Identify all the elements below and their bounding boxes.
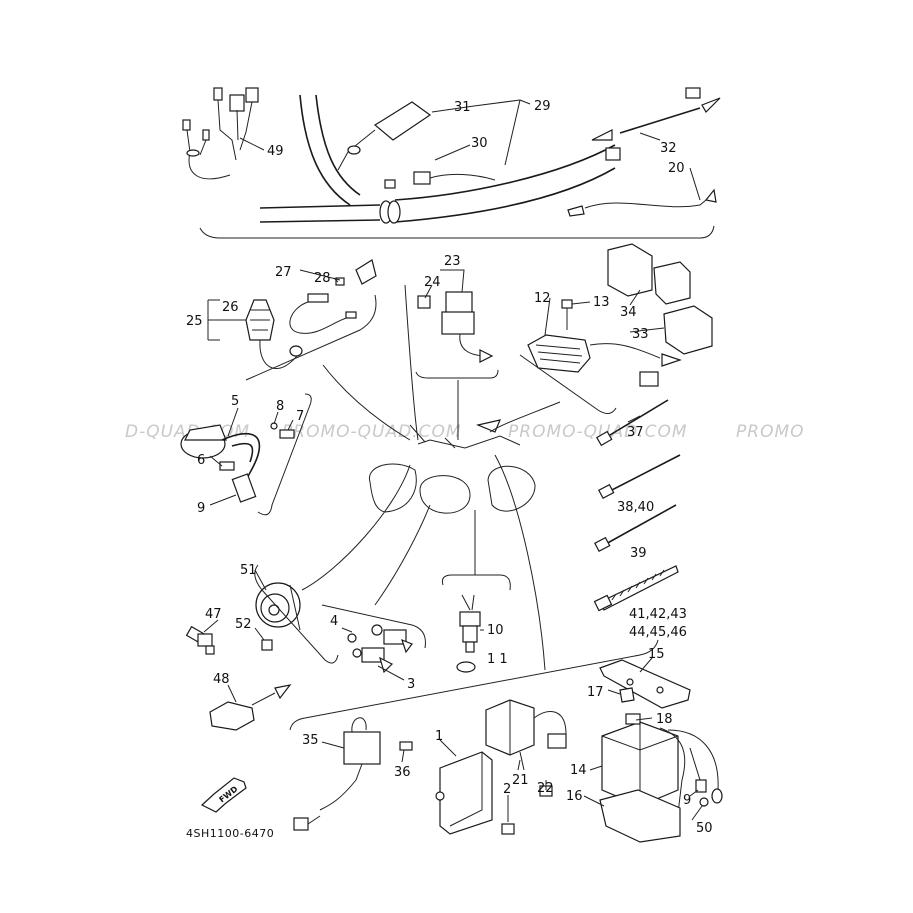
watermark-fragment-2: PROMO-QUAD.COM <box>282 422 462 442</box>
cable-ties <box>593 399 681 612</box>
part-35-flasher <box>293 717 381 831</box>
callout-4: 4 <box>330 614 338 629</box>
callout-26: 26 <box>222 300 239 315</box>
part-52-bolt <box>261 639 273 651</box>
callout-32: 32 <box>660 141 677 156</box>
watermark-fragment-3: PROMO-QUAD.COM <box>508 422 688 442</box>
callout-8: 8 <box>276 399 284 414</box>
callout-18: 18 <box>656 712 673 727</box>
callout-33: 33 <box>632 327 649 342</box>
callout-2: 2 <box>503 782 511 797</box>
callout-44-45-46: 44,45,46 <box>629 625 687 640</box>
part-34-cover <box>607 243 691 305</box>
callout-11: 1 1 <box>487 652 508 667</box>
part-16-battery-case <box>599 789 681 843</box>
callout-10: 10 <box>487 623 504 638</box>
forward-arrow: FWD <box>200 777 247 813</box>
callout-30: 30 <box>471 136 488 151</box>
part-47-switch <box>185 625 215 655</box>
callout-29: 29 <box>534 99 551 114</box>
part-14-battery <box>601 713 686 831</box>
part-2-screw <box>501 823 515 835</box>
part-9-50-battery-cables <box>667 729 723 807</box>
part-15-battery-holder <box>599 659 691 709</box>
callout-37: 37 <box>627 425 644 440</box>
callout-12: 12 <box>534 291 551 306</box>
callout-labels: 49 31 29 30 32 20 27 28 26 25 23 24 12 1… <box>186 99 713 836</box>
callout-14: 14 <box>570 763 587 778</box>
callout-1: 1 <box>435 729 443 744</box>
callout-23: 23 <box>444 254 461 269</box>
callout-47: 47 <box>205 607 222 622</box>
part-31-harness-boot <box>337 101 496 189</box>
callout-7: 7 <box>296 409 304 424</box>
callout-16: 16 <box>566 789 583 804</box>
cluster-bracket-left <box>245 294 377 381</box>
part-49-wire-leads <box>182 87 259 180</box>
callout-34: 34 <box>620 305 637 320</box>
callout-27: 27 <box>275 265 292 280</box>
callout-25: 25 <box>186 314 203 329</box>
callout-6: 6 <box>197 453 205 468</box>
callout-leaders <box>203 99 703 822</box>
part-26-ignition-switch <box>245 299 303 370</box>
part-3-4-switches <box>321 604 426 674</box>
callout-24: 24 <box>424 275 441 290</box>
part-1-cdi-unit <box>435 751 493 835</box>
callout-36: 36 <box>394 765 411 780</box>
frame-tubes <box>199 94 715 239</box>
part-36-screw <box>399 741 413 751</box>
leader-lines <box>301 284 561 671</box>
part-20-ground-lead <box>567 188 717 217</box>
callout-48: 48 <box>213 672 230 687</box>
part-48-connector <box>209 684 292 731</box>
callout-9-coil: 9 <box>197 501 205 516</box>
callout-28: 28 <box>314 271 331 286</box>
callout-17: 17 <box>587 685 604 700</box>
callout-31: 31 <box>454 100 471 115</box>
callout-39: 39 <box>630 546 647 561</box>
callout-20: 20 <box>668 161 685 176</box>
vehicle-outline <box>369 419 536 514</box>
part-code: 4SH1100-6470 <box>186 827 274 840</box>
callout-9-battery: 9 <box>683 793 691 808</box>
part-21-relay <box>485 699 567 771</box>
callout-13: 13 <box>593 295 610 310</box>
callout-3: 3 <box>407 677 415 692</box>
part-17-damper <box>619 687 635 703</box>
callout-22: 22 <box>537 781 554 796</box>
part-11-washer <box>456 661 476 673</box>
part-23-starter-relay <box>415 291 499 379</box>
callout-51: 51 <box>240 563 257 578</box>
part-5-ignition-coil <box>180 393 312 516</box>
part-32-lead-wire <box>591 87 721 161</box>
callout-49: 49 <box>267 144 284 159</box>
callout-50: 50 <box>696 821 713 836</box>
lower-bracket <box>289 639 659 731</box>
callout-38-40: 38,40 <box>617 500 654 515</box>
part-33-cover <box>663 305 713 355</box>
callout-52: 52 <box>235 617 252 632</box>
callout-5: 5 <box>231 394 239 409</box>
part-27-28-sensor-wires <box>289 259 377 334</box>
callout-35: 35 <box>302 733 319 748</box>
callout-21: 21 <box>512 773 529 788</box>
part-51-horn <box>254 564 339 664</box>
callout-15: 15 <box>648 647 665 662</box>
part-12-rectifier-regulator <box>519 299 682 414</box>
callout-41-42-43: 41,42,43 <box>629 607 687 622</box>
watermark-fragment-4: PROMO <box>736 422 805 442</box>
part-10-sensor <box>441 574 511 653</box>
watermark: D-QUAD.COM PROMO-QUAD.COM PROMO-QUAD.COM… <box>125 422 805 442</box>
